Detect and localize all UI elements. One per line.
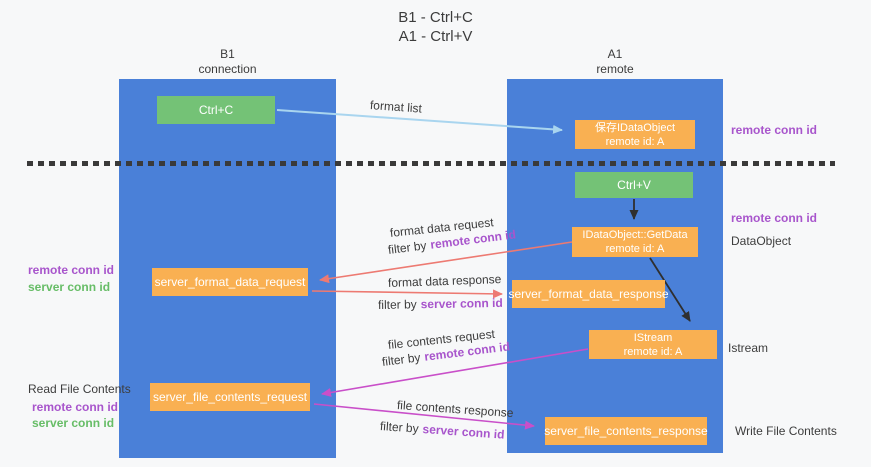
idataobject-getdata-box: IDataObject::GetData remote id: A bbox=[572, 227, 698, 257]
istream-box: IStream remote id: A bbox=[589, 330, 717, 359]
right-column-name: A1 bbox=[607, 47, 623, 61]
istream-side-label: Istream bbox=[728, 341, 769, 355]
istream-line1: IStream bbox=[633, 331, 673, 344]
arrow-format-data-response bbox=[311, 289, 503, 299]
remote-conn-id-bottom-left: remote conn id bbox=[32, 400, 119, 414]
server-conn-id-text: server conn id bbox=[420, 295, 503, 312]
ctrl-v-box: Ctrl+V bbox=[575, 172, 693, 198]
server-file-contents-request-label: server_file_contents_request bbox=[152, 390, 308, 404]
remote-conn-id-right-mid: remote conn id bbox=[731, 211, 818, 225]
title-line-2: A1 - Ctrl+V bbox=[398, 28, 473, 45]
filter-by-text: filter by bbox=[377, 297, 417, 312]
remote-conn-id-right-top: remote conn id bbox=[731, 123, 818, 137]
server-file-contents-response-label: server_file_contents_response bbox=[544, 424, 708, 438]
title-line-1: B1 - Ctrl+C bbox=[398, 9, 473, 26]
read-file-contents-label: Read File Contents bbox=[28, 382, 131, 396]
save-idataobject-line1: 保存IDataObject bbox=[594, 121, 676, 134]
filter-by-text: filter by bbox=[387, 238, 428, 257]
server-file-contents-request-box: server_file_contents_request bbox=[150, 383, 310, 411]
file-contents-response-label: file contents response bbox=[396, 398, 514, 421]
dataobject-label: DataObject bbox=[731, 234, 792, 248]
server-conn-id-bottom-left: server conn id bbox=[32, 416, 115, 430]
format-data-response-label: format data response bbox=[387, 272, 502, 290]
server-format-data-request-box: server_format_data_request bbox=[152, 268, 308, 296]
filter-by-text: filter by bbox=[379, 419, 420, 436]
write-file-contents-label: Write File Contents bbox=[735, 424, 837, 438]
istream-line2: remote id: A bbox=[623, 345, 683, 358]
server-file-contents-response-box: server_file_contents_response bbox=[544, 417, 708, 445]
ctrl-c-label: Ctrl+C bbox=[198, 103, 234, 117]
getdata-line1: IDataObject::GetData bbox=[582, 229, 688, 241]
server-format-data-request-label: server_format_data_request bbox=[154, 275, 306, 289]
left-column-name: B1 bbox=[220, 47, 235, 61]
ctrl-c-box: Ctrl+C bbox=[157, 96, 275, 124]
left-column-header: B1 connection bbox=[119, 47, 336, 77]
server-format-data-response-label: server_format_data_response bbox=[508, 287, 669, 301]
right-column-header: A1 remote bbox=[507, 47, 723, 77]
save-idataobject-line2: remote id: A bbox=[605, 135, 665, 148]
server-format-data-response-box: server_format_data_response bbox=[508, 280, 669, 308]
diagram-title: B1 - Ctrl+C A1 - Ctrl+V bbox=[0, 8, 871, 46]
save-idataobject-box: 保存IDataObject remote id: A bbox=[575, 120, 695, 149]
right-column-role: remote bbox=[596, 62, 634, 76]
format-list-label: format list bbox=[369, 98, 423, 116]
left-column-role: connection bbox=[198, 62, 257, 76]
ctrl-v-label: Ctrl+V bbox=[617, 178, 651, 192]
dashed-separator bbox=[27, 161, 835, 166]
server-conn-id-left: server conn id bbox=[28, 280, 111, 294]
remote-conn-id-left: remote conn id bbox=[28, 263, 115, 277]
server-conn-id-text: server conn id bbox=[422, 421, 505, 442]
getdata-line2: remote id: A bbox=[605, 243, 665, 255]
filter-by-text: filter by bbox=[381, 350, 422, 369]
